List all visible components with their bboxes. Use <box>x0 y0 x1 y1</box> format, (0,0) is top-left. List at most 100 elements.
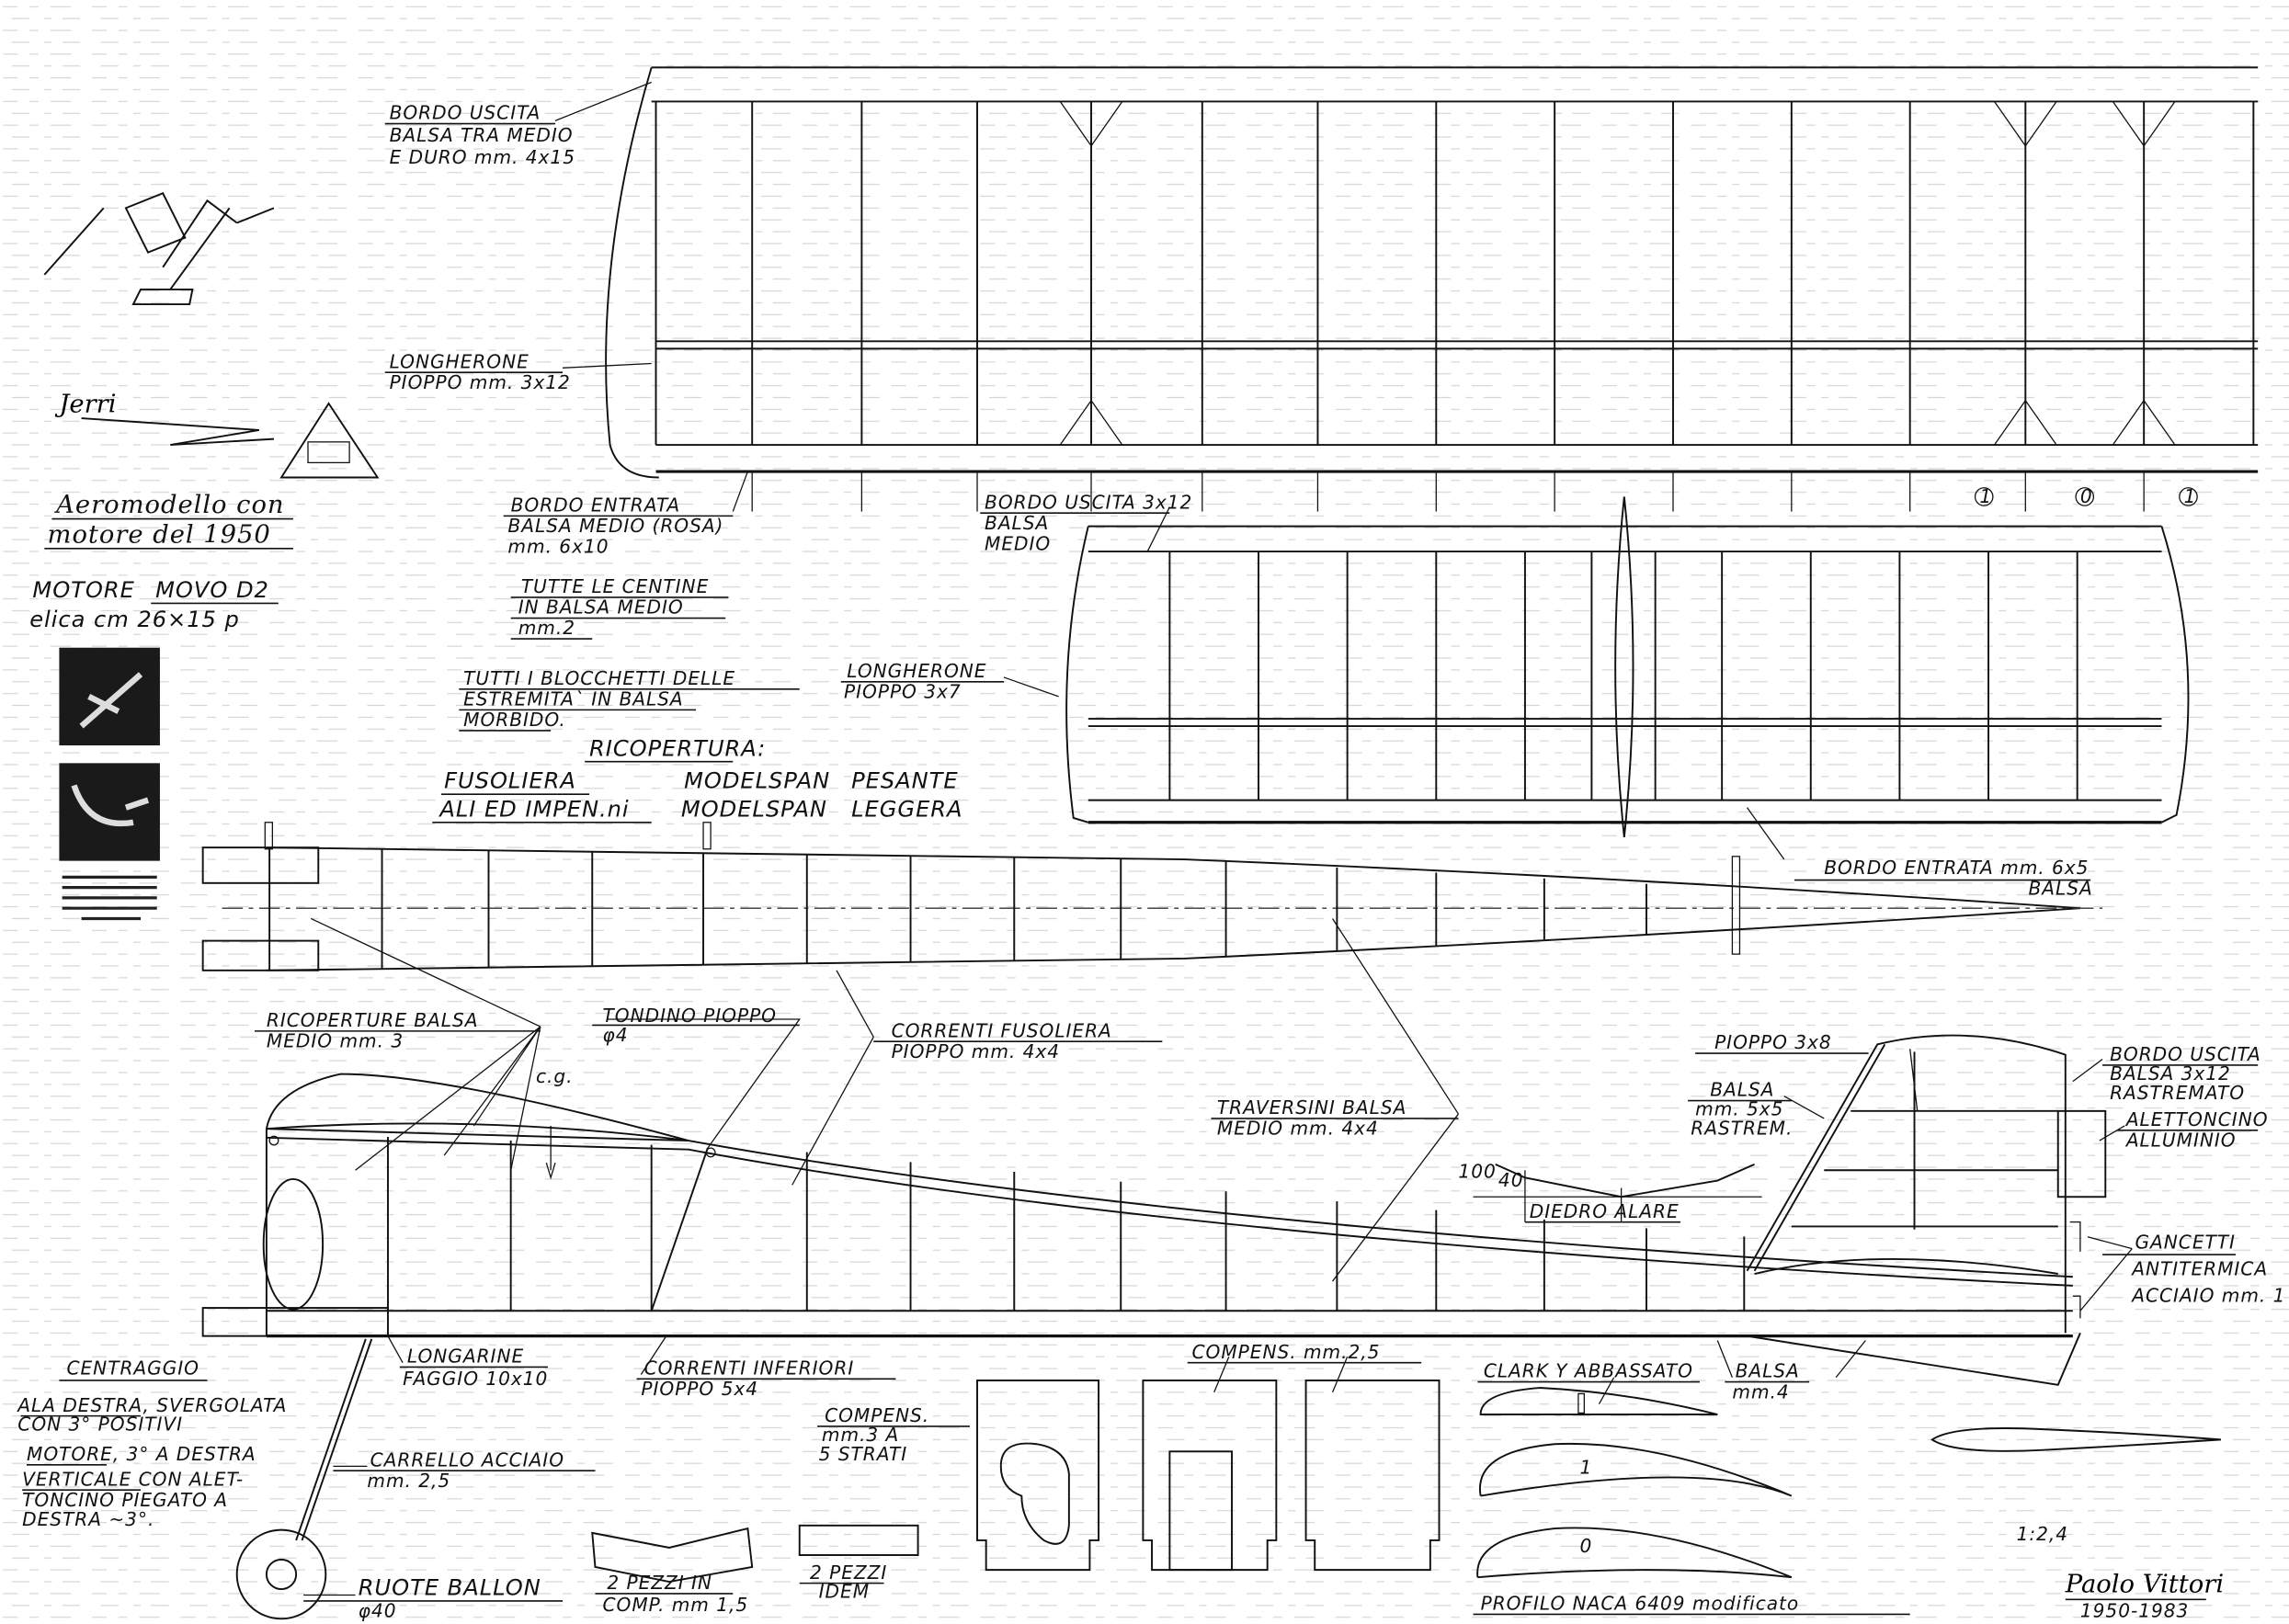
stab-spar-label: LONGHERONE <box>847 660 986 682</box>
wing-spar-material: PIOPPO mm. 3x12 <box>390 371 571 393</box>
trim-line-5: TONCINO PIEGATO A <box>22 1489 228 1511</box>
lower-longerons-label: CORRENTI INFERIORI <box>644 1357 855 1380</box>
propeller-spec: elica cm 26×15 p <box>29 607 240 632</box>
stabilizer-plan <box>1065 496 2190 837</box>
wing-trailing-edge-size: E DURO mm. 4x15 <box>390 146 575 168</box>
wing-saddle-airfoil <box>265 1073 689 1142</box>
sheeting-label: RICOPERTURE BALSA <box>267 1009 479 1031</box>
lower-longerons-size: PIOPPO 5x4 <box>641 1378 758 1400</box>
landing-gear-size: mm. 2,5 <box>367 1470 450 1492</box>
naca-rib-1 <box>1478 1442 1793 1497</box>
fin-trailing-edge-label: BORDO USCITA <box>2110 1043 2261 1065</box>
scale-label: 1:2,4 <box>2017 1523 2068 1545</box>
fuselage-top-view <box>201 822 2103 971</box>
svg-text:1: 1 <box>1979 485 1992 507</box>
covering-fuselage-weight: PESANTE <box>851 768 958 794</box>
covering-wings-weight: LEGGERA <box>851 796 962 822</box>
dihedral-dim-inner: 40 <box>1498 1169 1524 1191</box>
jerri-logo: Jerri <box>54 391 116 419</box>
covering-title: RICOPERTURA: <box>589 735 766 761</box>
crosspieces-size: MEDIO mm. 4x4 <box>1217 1118 1379 1140</box>
hooks-material: ACCIAIO mm. 1 <box>2130 1285 2285 1307</box>
trim-line-2: CON 3° POSITIVI <box>17 1414 183 1436</box>
wheel <box>235 1528 327 1620</box>
stab-trailing-edge-material: BALSA <box>985 512 1049 534</box>
lower-fin-label: BALSA <box>1736 1360 1800 1382</box>
hooks-purpose: ANTITERMICA <box>2130 1258 2268 1280</box>
fin-spar-label: PIOPPO 3x8 <box>1714 1031 1832 1053</box>
fin-trailing-edge-taper: RASTREMATO <box>2110 1082 2245 1104</box>
fin-leading-edge-label: BALSA <box>1710 1079 1774 1101</box>
fin-leading-edge-size: mm. 5x5 <box>1695 1098 1783 1120</box>
pieces-a-material: COMP. mm 1,5 <box>603 1594 749 1616</box>
covering-fuselage-part: FUSOLIERA <box>444 768 576 794</box>
fin <box>1746 1034 2067 1334</box>
dihedral-label: DIEDRO ALARE <box>1530 1200 1680 1222</box>
longerons-size: PIOPPO mm. 4x4 <box>892 1040 1060 1062</box>
tips-note-2: ESTREMITA` IN BALSA <box>463 688 684 710</box>
ribs-note-1: TUTTE LE CENTINE <box>521 575 709 597</box>
nose-block <box>262 1177 325 1311</box>
rails-label: LONGARINE <box>407 1346 524 1368</box>
stab-leading-edge-label: BORDO ENTRATA mm. 6x5 <box>1824 857 2089 879</box>
wing-plan: 1 0 1 <box>605 66 2259 512</box>
fin-tab-label: ALETTONCINO <box>2124 1108 2269 1130</box>
pieces-b-label: 2 PEZZI <box>810 1562 887 1584</box>
tips-note-1: TUTTI I BLOCCHETTI DELLE <box>463 667 735 689</box>
rib-marker-1b: 1 <box>2179 485 2198 507</box>
covering-fuselage-material: MODELSPAN <box>684 768 830 794</box>
svg-text:0: 0 <box>2080 485 2093 507</box>
longerons-label: CORRENTI FUSOLIERA <box>892 1019 1112 1041</box>
dowel-label: TONDINO PIOPPO <box>603 1005 777 1027</box>
subtitle-line1: Aeromodello con <box>53 491 284 519</box>
trim-line-4: VERTICALE CON ALET- <box>22 1468 244 1490</box>
lower-fin <box>1747 1333 2081 1386</box>
svg-text:1: 1 <box>2184 485 2197 507</box>
subtitle-line2: motore del 1950 <box>48 520 271 549</box>
lower-fin-size: mm.4 <box>1732 1380 1789 1403</box>
stab-spar-material: PIOPPO 3x7 <box>844 680 962 702</box>
engine-label: MOTORE <box>32 577 134 603</box>
trim-line-6: DESTRA ~3°. <box>22 1508 154 1530</box>
fin-tab <box>2056 1109 2107 1198</box>
photo-model-flight <box>59 647 160 746</box>
clark-y-rib <box>1479 1387 1718 1415</box>
fuselage-side-view <box>201 1034 2107 1620</box>
plywood-25-label: COMPENS. mm.2,5 <box>1192 1341 1381 1363</box>
covering-wings-material: MODELSPAN <box>681 796 827 822</box>
wheels-size: φ40 <box>359 1600 397 1622</box>
gusset-pieces <box>591 1524 919 1583</box>
stab-trailing-edge-label: BORDO USCITA 3x12 <box>985 491 1192 513</box>
fin-top-section <box>1614 496 1634 837</box>
rib-number-1: 1 <box>1580 1456 1593 1478</box>
profile-label: PROFILO NACA 6409 modificato <box>1481 1593 1800 1615</box>
photo-caption <box>62 875 157 921</box>
cg-label: c.g. <box>536 1065 574 1087</box>
trim-line-3: MOTORE, 3° A DESTRA <box>27 1443 256 1465</box>
tips-note-3: MORBIDO. <box>463 709 566 731</box>
trim-title: CENTRAGGIO <box>66 1357 199 1380</box>
ribs-note-2: IN BALSA MEDIO <box>518 596 684 619</box>
wing-leading-edge-size: mm. 6x10 <box>507 536 609 558</box>
years-label: 1950-1983 <box>2080 1600 2189 1622</box>
stab-trailing-edge-grade: MEDIO <box>985 532 1051 554</box>
landing-gear-label: CARRELLO ACCIAIO <box>370 1448 564 1471</box>
certification-stamp <box>279 402 380 479</box>
plywood-3-label: COMPENS. <box>825 1404 929 1426</box>
rib-marker-1: 1 <box>1974 485 1994 507</box>
wing-trailing-edge-label: BORDO USCITA <box>390 102 541 124</box>
wing-trailing-edge-material: BALSA TRA MEDIO <box>390 124 574 146</box>
fin-leading-edge-taper: RASTREM. <box>1691 1118 1793 1140</box>
fin-trailing-edge-material: BALSA 3x12 <box>2110 1062 2231 1085</box>
jerri-sketch <box>43 192 275 306</box>
photo-model-ground <box>59 763 160 861</box>
wing-spar-label: LONGHERONE <box>390 350 530 372</box>
clark-y-label: CLARK Y ABBASSATO <box>1484 1360 1693 1382</box>
engine-model: MOVO D2 <box>155 577 269 603</box>
covering-wings-part: ALI ED IMPEN.ni <box>438 796 629 822</box>
trim-line-1: ALA DESTRA, SVERGOLATA <box>16 1394 287 1416</box>
stab-leading-edge-material: BALSA <box>2029 878 2093 900</box>
lightning-stroke <box>81 417 275 447</box>
